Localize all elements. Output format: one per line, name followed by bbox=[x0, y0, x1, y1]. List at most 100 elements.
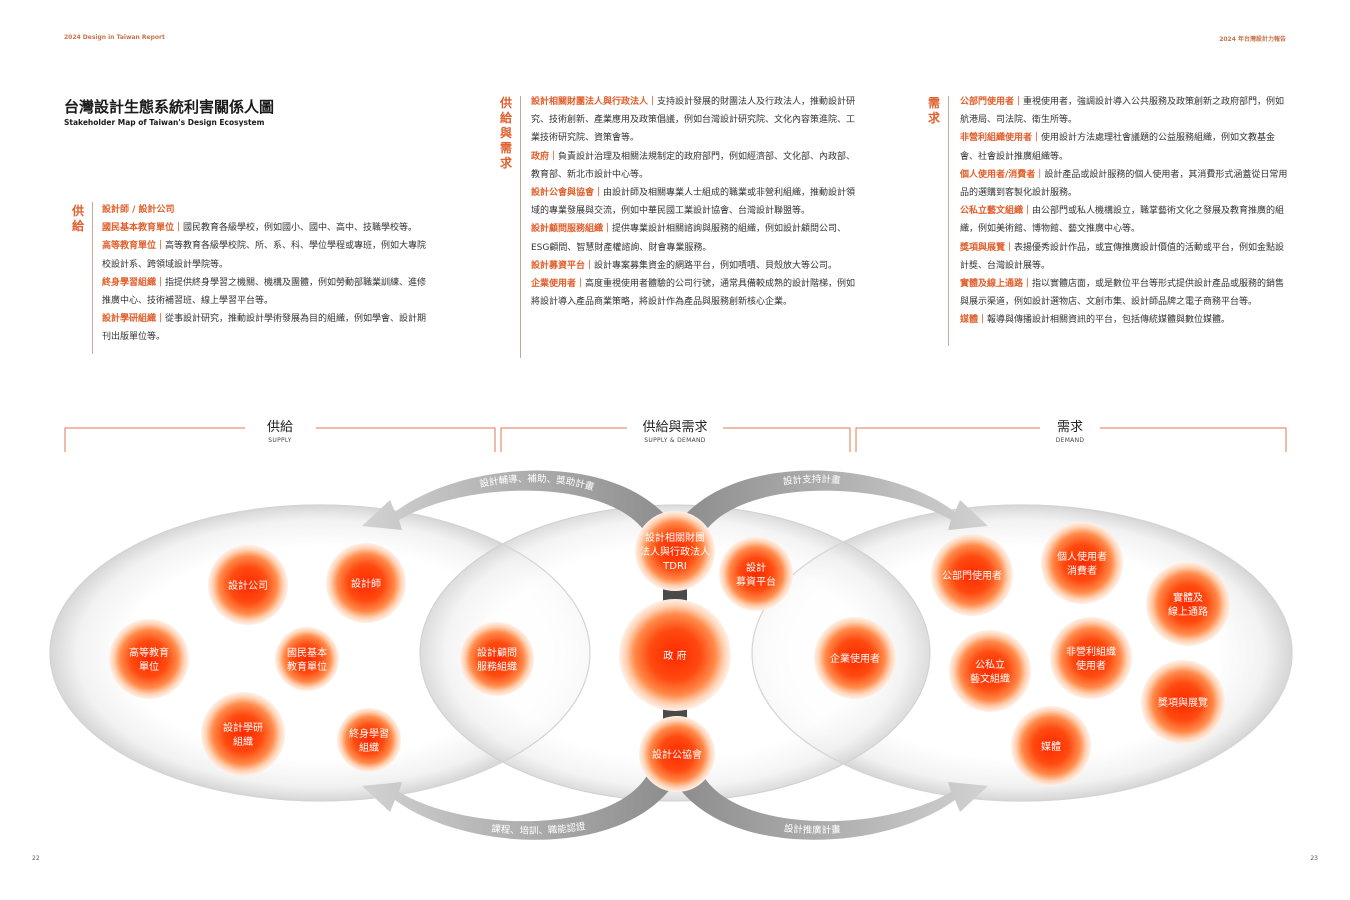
supply-section-subtitle: SUPPLY bbox=[268, 437, 292, 444]
node-circle bbox=[1050, 617, 1132, 699]
node-label: TDRI bbox=[662, 561, 687, 572]
page-subtitle: Stakeholder Map of Taiwan's Design Ecosy… bbox=[64, 118, 265, 127]
node-label: 組織 bbox=[233, 735, 253, 748]
demand-section-subtitle: DEMAND bbox=[1055, 437, 1085, 444]
node-label: 單位 bbox=[139, 660, 159, 673]
description-entry: 設計顧問服務組織｜提供專業設計相關諮詢與服務的組織，例如設計顧問公司、ESG顧問… bbox=[531, 220, 861, 256]
node-higher-edu: 高等教育單位 bbox=[109, 619, 189, 699]
entry-name: 設計募資平台 bbox=[531, 260, 586, 271]
node-circle bbox=[635, 511, 715, 591]
entry-name: 設計顧問服務組織 bbox=[531, 224, 604, 235]
node-label: 高等教育 bbox=[129, 646, 169, 659]
both-divider bbox=[520, 96, 521, 358]
node-circle bbox=[1011, 706, 1091, 786]
entry-description: 設計專案募集資金的網路平台，例如嘖嘖、貝殼放大等公司。 bbox=[594, 260, 838, 271]
page-title: 台灣設計生態系統利害關係人圖 bbox=[64, 98, 275, 116]
entry-description: 表揚優秀設計作品，或宣傳推廣設計價值的活動或平台，例如金點設計獎、台灣設計展等。 bbox=[960, 242, 1285, 271]
entry-description: 支持設計發展的財團法人及行政法人，推動設計研究、技術創新、產業應用及政策倡議，例… bbox=[531, 97, 856, 144]
node-design-company: 設計公司 bbox=[208, 545, 288, 625]
both-description-column: 設計相關財團法人與行政法人｜支持設計發展的財團法人及行政法人，推動設計研究、技術… bbox=[531, 93, 861, 311]
entry-separator: ｜ bbox=[648, 97, 658, 107]
description-entry: 設計公會與協會｜由設計師及相關專業人士組成的職業或非營利組織，推動設計領域的專業… bbox=[531, 184, 861, 220]
entry-name: 公部門使用者 bbox=[960, 97, 1015, 107]
node-circle bbox=[814, 617, 896, 699]
entry-name: 高等教育單位 bbox=[102, 241, 157, 252]
node-public-user: 公部門使用者 bbox=[931, 534, 1013, 616]
node-crowdfunding: 設計募資平台 bbox=[719, 537, 793, 611]
node-circle bbox=[460, 622, 534, 696]
entry-description: 從事設計研究，推動設計學術發展為目的組織，例如學會、設計期刊出版單位等。 bbox=[102, 314, 427, 343]
entry-name: 媒體 bbox=[960, 315, 979, 326]
arrow-top-right-label: 設計支持計畫 bbox=[782, 473, 841, 488]
node-circle bbox=[326, 543, 406, 623]
node-circle bbox=[949, 630, 1031, 712]
entry-description: 高等教育各級學校院、所、系、科、學位學程或專班，例如大專院校設計系、跨領域設計學… bbox=[102, 241, 427, 270]
description-entry: 國民基本教育單位｜國民教育各級學校，例如國小、國中、高中、技職學校等。 bbox=[102, 219, 432, 237]
node-label: 使用者 bbox=[1076, 659, 1106, 672]
arrow-top-right: 設計支持計畫 bbox=[668, 470, 988, 540]
arrow-bottom-right-label: 設計推廣計畫 bbox=[783, 822, 841, 836]
node-consulting: 設計顧問服務組織 bbox=[460, 622, 534, 696]
description-entry: 設計學研組織｜從事設計研究，推動設計學術發展為目的組織，例如學會、設計期刊出版單… bbox=[102, 310, 432, 346]
description-entry: 設計募資平台｜設計專案募集資金的網路平台，例如嘖嘖、貝殼放大等公司。 bbox=[531, 257, 861, 275]
supply-divider bbox=[92, 202, 93, 354]
entry-name: 非營利組織使用者 bbox=[960, 133, 1033, 144]
node-arts-org: 公私立藝文組織 bbox=[949, 630, 1031, 712]
node-label: 公私立 bbox=[975, 658, 1005, 671]
node-association: 設計公協會 bbox=[639, 716, 715, 792]
both-section-title: 供給與需求 bbox=[642, 420, 708, 435]
description-entry: 企業使用者｜高度重視使用者體驗的公司行號，通常具備較成熟的設計階梯，例如將設計導… bbox=[531, 275, 861, 311]
entry-separator: ｜ bbox=[1032, 133, 1042, 144]
page-number-right: 23 bbox=[1310, 855, 1318, 862]
entry-separator: ｜ bbox=[549, 151, 559, 162]
node-circle bbox=[1041, 522, 1123, 604]
node-basic-edu: 國民基本教育單位 bbox=[275, 627, 339, 691]
node-circle bbox=[275, 627, 339, 691]
both-section-header: 供給與需求 SUPPLY & DEMAND bbox=[575, 416, 775, 444]
demand-ellipse-outline bbox=[751, 504, 1293, 802]
demand-description-column: 公部門使用者｜重視使用者，強調設計導入公共服務及政策創新之政府部門，例如航港局、… bbox=[960, 93, 1290, 330]
node-label: 政 府 bbox=[663, 649, 686, 662]
entry-description: 設計產品或設計服務的個人使用者，其消費形式涵蓋從日常用品的選購到客製化設計服務。 bbox=[960, 169, 1288, 199]
node-label: 設計相關財團 bbox=[645, 531, 705, 544]
page-number-left: 22 bbox=[32, 855, 40, 862]
node-label: 教育單位 bbox=[287, 660, 327, 673]
description-entry: 設計相關財團法人與行政法人｜支持設計發展的財團法人及行政法人，推動設計研究、技術… bbox=[531, 93, 861, 148]
supply-heading: 設計師 / 設計公司 bbox=[102, 205, 175, 215]
entry-separator: ｜ bbox=[585, 260, 595, 271]
entry-name: 國民基本教育單位 bbox=[102, 223, 175, 234]
node-label: 設計學研 bbox=[223, 721, 263, 734]
node-label: 非營利組織 bbox=[1066, 645, 1116, 658]
entry-separator: ｜ bbox=[1035, 169, 1045, 180]
node-media: 媒體 bbox=[1011, 706, 1091, 786]
arrow-top-left: 設計輔導、補助、獎助計畫 bbox=[362, 470, 682, 540]
entry-name: 獎項與展覽 bbox=[960, 242, 1006, 253]
description-entry: 實體及線上通路｜指以實體店面，或是數位平台等形式提供設計產品或服務的銷售與展示渠… bbox=[960, 275, 1290, 311]
entry-name: 政府 bbox=[531, 151, 550, 162]
entry-name: 終身學習組織 bbox=[102, 277, 157, 288]
demand-vertical-label: 需求 bbox=[926, 96, 942, 126]
entry-separator: ｜ bbox=[594, 188, 604, 199]
node-circle bbox=[201, 692, 285, 776]
entry-separator: ｜ bbox=[174, 223, 184, 234]
entry-separator: ｜ bbox=[603, 224, 613, 235]
supply-section-header: 供給 SUPPLY bbox=[180, 416, 380, 444]
node-circle bbox=[109, 619, 189, 699]
demand-entries: 公部門使用者｜重視使用者，強調設計導入公共服務及政策創新之政府部門，例如航港局、… bbox=[960, 93, 1290, 330]
node-label: 實體及 bbox=[1173, 591, 1203, 604]
entry-description: 負責設計治理及相關法規制定的政府部門，例如經濟部、文化部、內政部、教育部、新北市… bbox=[531, 151, 856, 180]
node-lifelong: 終身學習組織 bbox=[337, 708, 401, 772]
supply-section-title: 供給 bbox=[266, 420, 293, 435]
node-circle bbox=[619, 599, 731, 711]
supply-entries: 國民基本教育單位｜國民教育各級學校，例如國小、國中、高中、技職學校等。高等教育單… bbox=[102, 219, 432, 346]
node-label: 組織 bbox=[359, 741, 379, 754]
description-entry: 個人使用者/消費者｜設計產品或設計服務的個人使用者，其消費形式涵蓋從日常用品的選… bbox=[960, 166, 1290, 202]
node-circle bbox=[639, 716, 715, 792]
entry-description: 提供專業設計相關諮詢與服務的組織，例如設計顧問公司、ESG顧問、智慧財產權諮詢、… bbox=[531, 224, 847, 253]
supply-vertical-label: 供給 bbox=[70, 204, 86, 234]
entry-name: 設計學研組織 bbox=[102, 314, 157, 325]
entry-name: 企業使用者 bbox=[531, 279, 577, 290]
